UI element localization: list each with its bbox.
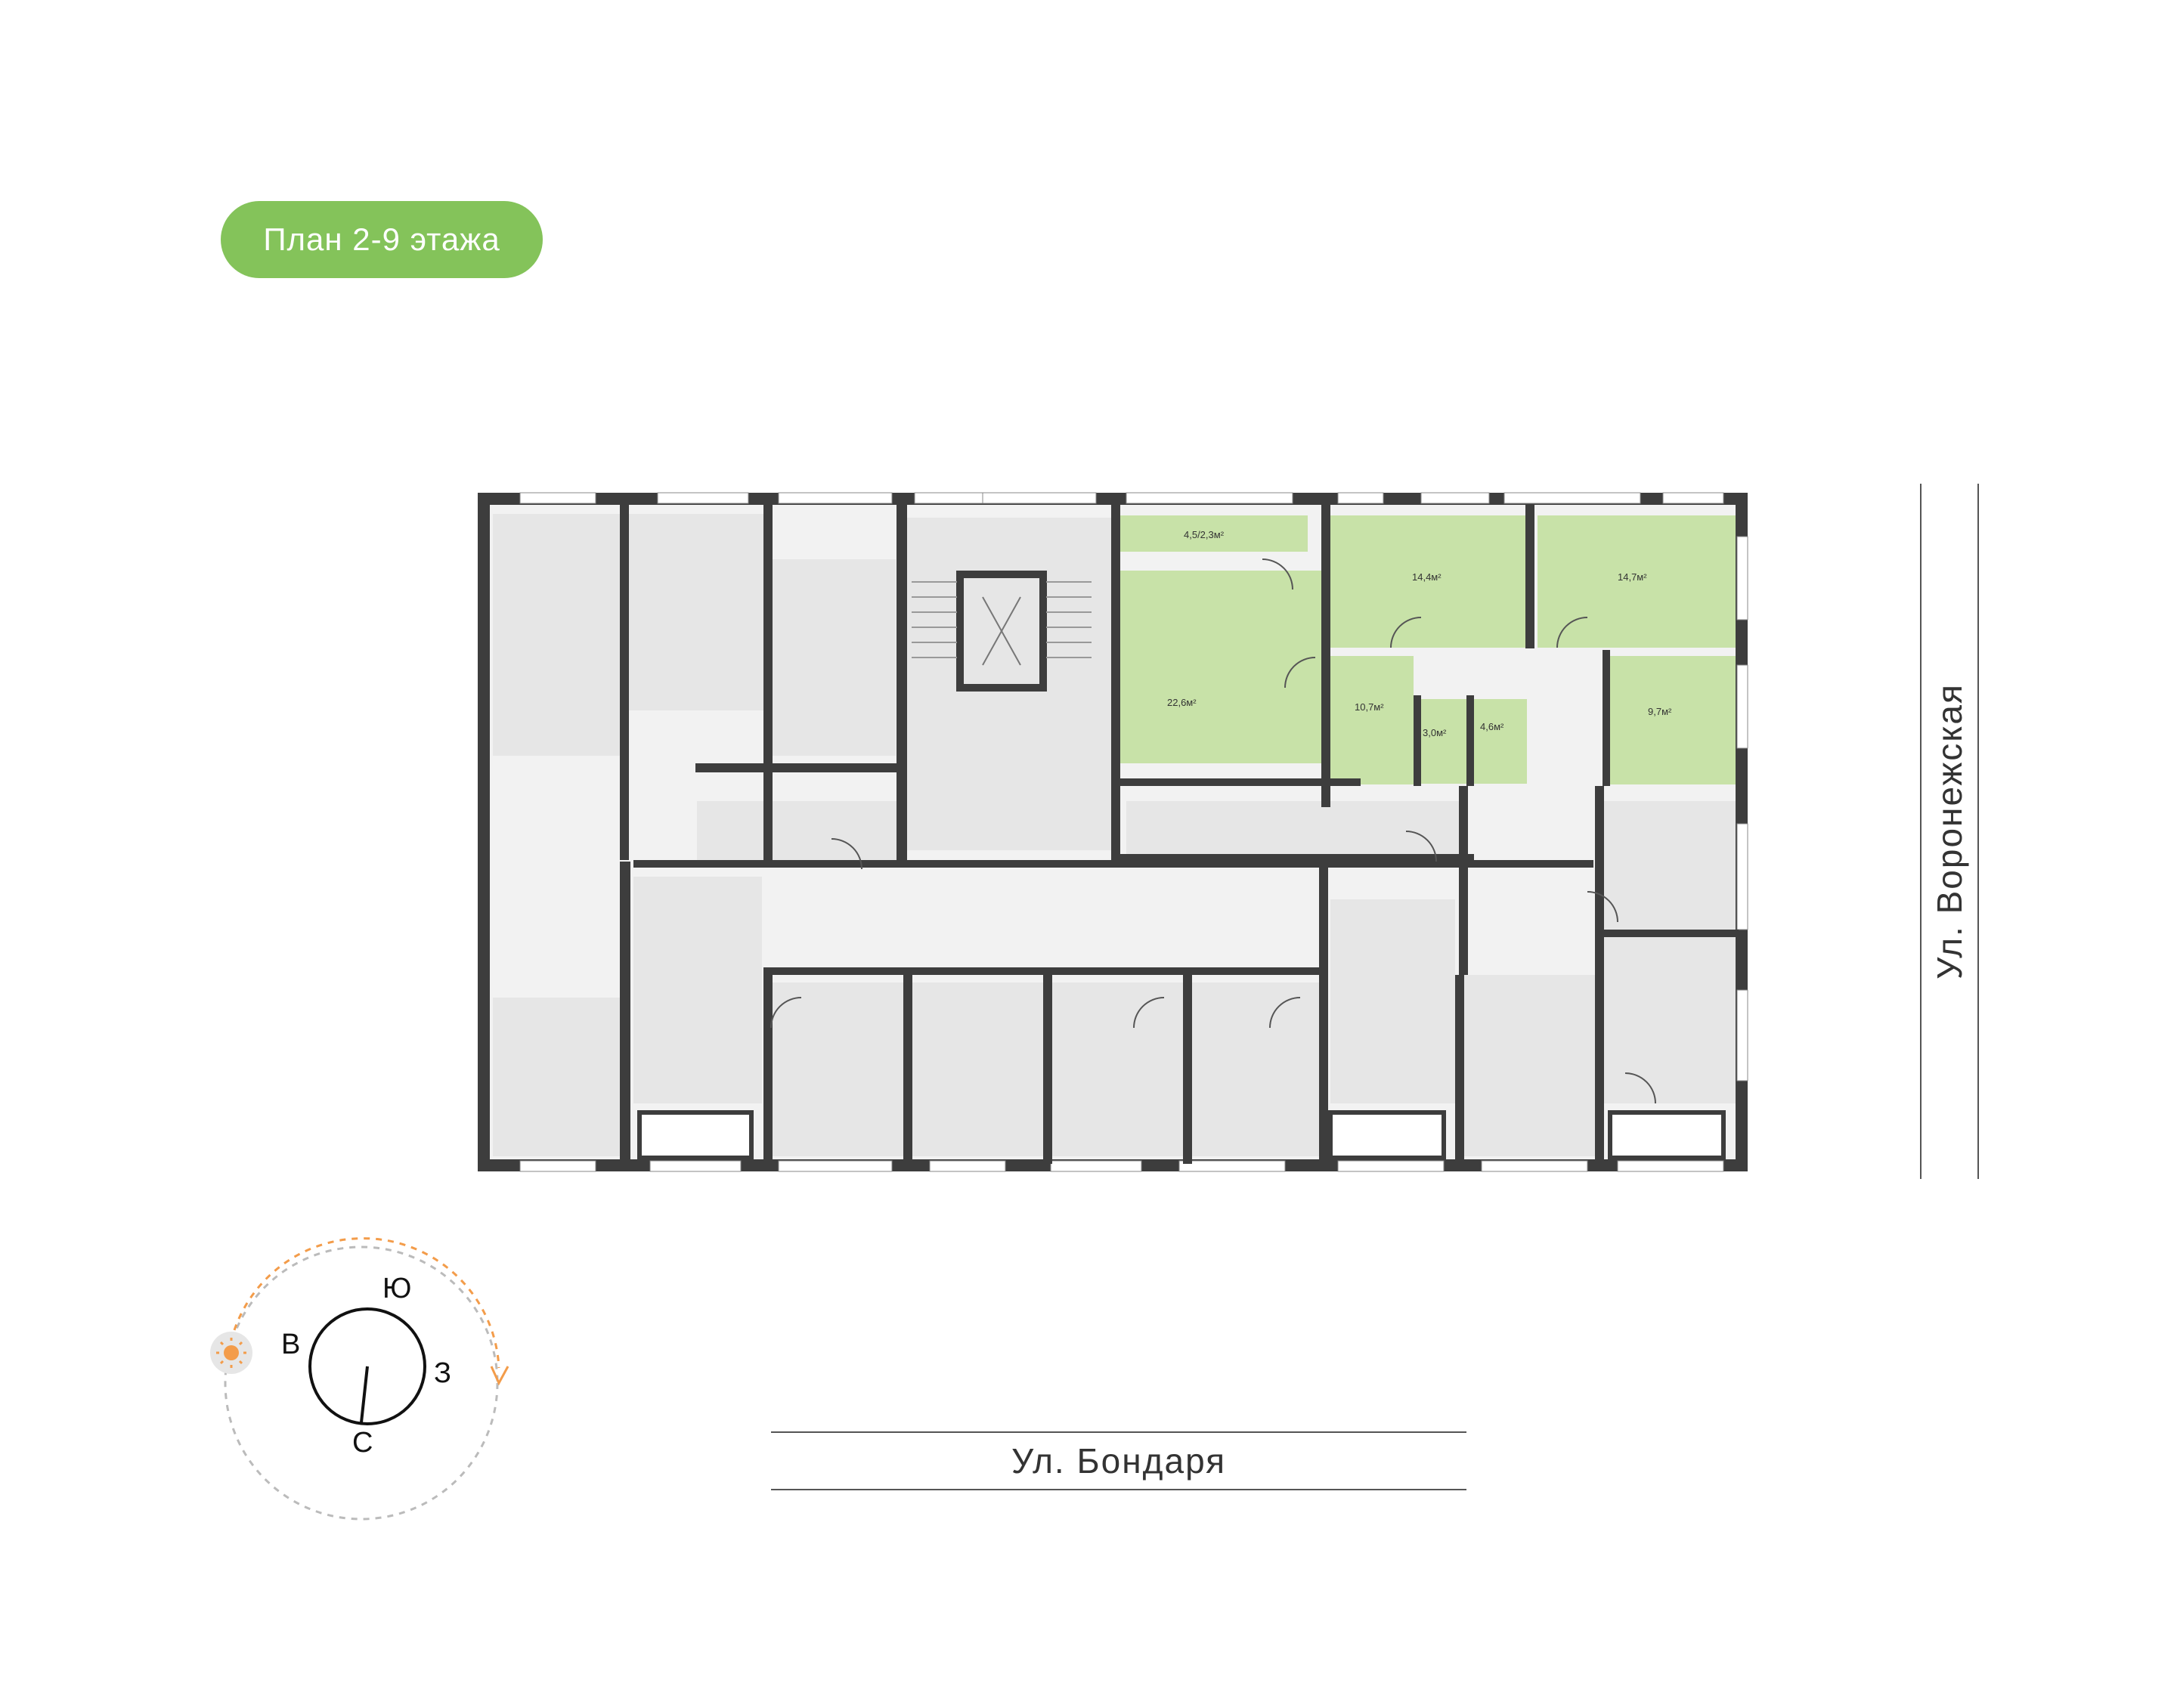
bath1-area-label: 3,0м² (1423, 727, 1447, 738)
bedroom1-area-label: 14,4м² (1412, 571, 1442, 583)
living-area-label: 22,6м² (1167, 697, 1197, 708)
selected-apartment (1119, 515, 1736, 784)
stairwell (956, 571, 1047, 692)
windows-right (1736, 536, 1748, 1081)
sun-icon (224, 1345, 239, 1360)
windows-top (519, 492, 1724, 504)
compass-needle (360, 1366, 369, 1423)
bedroom1-room (1330, 515, 1525, 648)
bath2-area-label: 4,6м² (1480, 721, 1504, 732)
hall-room (1330, 656, 1414, 784)
bath1-room (1421, 699, 1466, 784)
balcony-area-label: 4,5/2,3м² (1184, 529, 1225, 540)
bedroom3-room (1610, 656, 1736, 784)
windows-bottom (519, 1160, 1724, 1172)
floor-plan-badge: План 2-9 этажа (221, 201, 543, 278)
sun-path (224, 1245, 499, 1521)
arrow-icon (490, 1366, 509, 1386)
sun-path-arc (233, 1237, 500, 1369)
street-bondarya: Ул. Бондаря (771, 1431, 1466, 1490)
hall-area-label: 10,7м² (1355, 701, 1384, 713)
street-voronezhskaya-label: Ул. Воронежская (1930, 683, 1969, 979)
compass-west-label: З (434, 1357, 451, 1389)
doors (770, 559, 1656, 1104)
street-voronezhskaya: Ул. Воронежская (1920, 484, 1979, 1179)
compass-north-label: С (352, 1427, 373, 1459)
compass (210, 1237, 509, 1521)
living-room (1119, 571, 1321, 763)
stairs (912, 581, 1092, 658)
compass-south-label: Ю (382, 1273, 412, 1304)
bedroom3-area-label: 9,7м² (1648, 706, 1672, 717)
compass-east-label: В (281, 1329, 301, 1360)
other-rooms (493, 514, 1736, 1156)
internal-walls (620, 505, 1739, 1164)
bath2-room (1474, 699, 1527, 784)
balcony-room (1119, 515, 1308, 552)
bedroom2-area-label: 14,7м² (1618, 571, 1647, 583)
balconies-bottom (637, 1110, 1726, 1160)
sun-rays-icon (216, 1338, 246, 1368)
bedroom2-room (1538, 515, 1736, 648)
street-bondarya-label: Ул. Бондаря (1011, 1441, 1227, 1481)
